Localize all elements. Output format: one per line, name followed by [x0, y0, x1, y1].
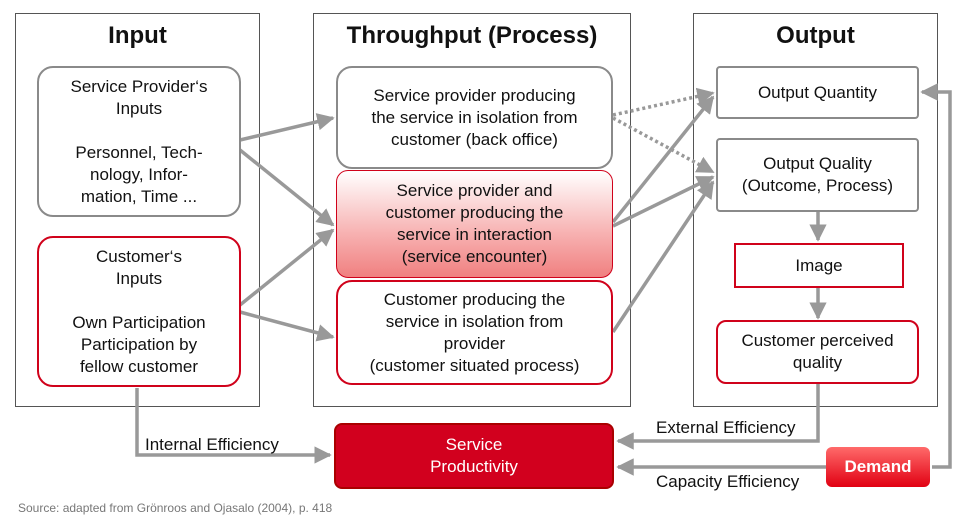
service-encounter-box: Service provider and customer producing … [336, 170, 613, 278]
customer-perceived-quality-box: Customer perceived quality [716, 320, 919, 384]
demand-box: Demand [826, 447, 930, 487]
arrow-customer-to-encounter [238, 228, 335, 307]
internal-efficiency-label: Internal Efficiency [145, 435, 279, 454]
throughput-panel-title: Throughput (Process) [346, 22, 598, 49]
customer-inputs-box: Customer‘s Inputs Own Participation Part… [37, 236, 241, 387]
output-quality-box: Output Quality (Outcome, Process) [716, 138, 919, 212]
service-productivity-box: Service Productivity [334, 423, 614, 489]
arrow-backoffice-to-quantity [612, 87, 715, 117]
arrow-internal-efficiency [135, 388, 332, 464]
output-panel-title: Output [776, 22, 855, 49]
arrow-customer-to-process [239, 310, 335, 342]
arrow-demand-to-quantity [920, 83, 952, 469]
source-note: Source: adapted from Grönroos and Ojasal… [18, 501, 333, 515]
arrow-backoffice-to-quality [612, 116, 715, 174]
back-office-box: Service provider producing the service i… [336, 66, 613, 169]
output-quantity-box: Output Quantity [716, 66, 919, 119]
arrow-provider-to-encounter [238, 148, 335, 227]
arrow-provider-to-backoffice [239, 113, 335, 142]
input-panel-title: Input [108, 22, 167, 49]
arrow-external-efficiency [616, 384, 820, 450]
capacity-efficiency-label: Capacity Efficiency [656, 472, 800, 491]
arrow-encounter-to-quality [612, 175, 715, 228]
external-efficiency-label: External Efficiency [656, 418, 796, 437]
image-box: Image [734, 243, 904, 288]
arrow-encounter-to-quantity [611, 95, 715, 224]
customer-process-box: Customer producing the service in isolat… [336, 280, 613, 385]
arrow-process-to-quality [611, 180, 715, 333]
service-provider-inputs-box: Service Provider‘s Inputs Personnel, Tec… [37, 66, 241, 217]
